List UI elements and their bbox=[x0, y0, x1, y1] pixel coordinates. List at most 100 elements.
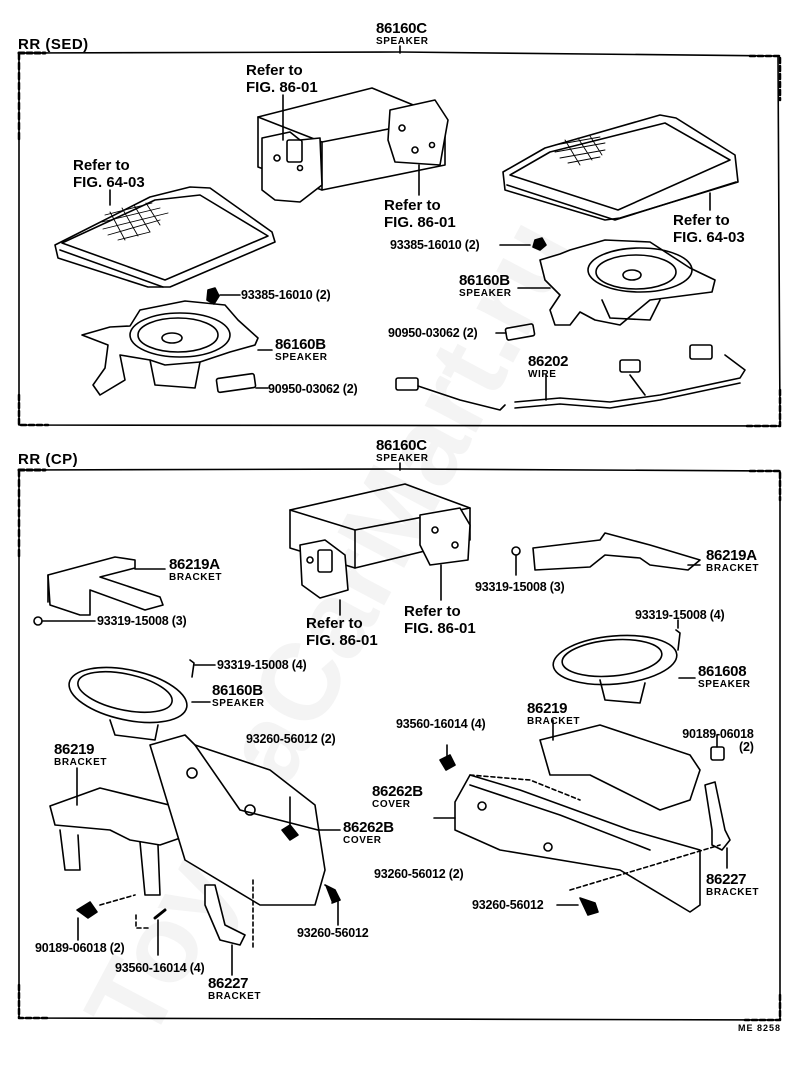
ref-line1: Refer to bbox=[246, 62, 303, 79]
sed-right-grille bbox=[502, 114, 739, 221]
cp-right-cover-label: 86262B COVER bbox=[372, 784, 423, 810]
cp-right-bracket-label: 86219 BRACKET bbox=[527, 701, 580, 727]
part-number: 86262B bbox=[372, 783, 423, 800]
cp-label-86160c: 86160C SPEAKER bbox=[376, 438, 429, 464]
cp-right-speaker-screw-label: 93319-15008 (4) bbox=[635, 608, 725, 622]
sed-right-speaker-label: 86160B SPEAKER bbox=[459, 273, 512, 299]
cp-left-bracket-86219a bbox=[33, 556, 166, 626]
sed-frame bbox=[17, 45, 782, 428]
sed-ref-right-grille: Refer to FIG. 64-03 bbox=[673, 212, 745, 246]
part-name: SPEAKER bbox=[459, 288, 512, 299]
sed-left-screw-label: 93385-16010 (2) bbox=[241, 288, 331, 302]
sed-left-grille bbox=[54, 186, 276, 288]
cp-left-bracket-a-label: 86219A BRACKET bbox=[169, 557, 222, 583]
ref-line2: FIG. 64-03 bbox=[673, 229, 745, 246]
part-name: SPEAKER bbox=[698, 679, 751, 690]
part-name: BRACKET bbox=[54, 757, 108, 768]
sed-ref-left-grille: Refer to FIG. 64-03 bbox=[73, 157, 145, 191]
part-name: COVER bbox=[343, 835, 382, 846]
ref-line2: FIG. 86-01 bbox=[246, 79, 318, 96]
sed-wire-label: 86202 WIRE bbox=[528, 353, 569, 380]
part-number: 86219 bbox=[527, 700, 568, 717]
cp-right-speaker-label: 861608 SPEAKER bbox=[698, 664, 751, 690]
section-title-sed: RR (SED) bbox=[18, 36, 89, 53]
section-title-cp: RR (CP) bbox=[18, 451, 79, 468]
part-name: SPEAKER bbox=[212, 698, 265, 709]
cp-left-oval-speaker bbox=[68, 659, 216, 741]
clip-part-number: 90189-06018 bbox=[682, 727, 754, 741]
cp-ref-right-box: Refer to FIG. 86-01 bbox=[404, 603, 476, 637]
part-number: 86160B bbox=[212, 682, 263, 699]
cp-left-cover-label: 86262B COVER bbox=[343, 820, 394, 846]
cp-speaker-box-86160c bbox=[289, 483, 471, 616]
ref-line1: Refer to bbox=[384, 197, 441, 214]
part-number: 86160C bbox=[376, 20, 427, 37]
cp-right-bracket-a-screw-label: 93319-15008 (3) bbox=[475, 580, 565, 594]
figure-code: ME 8258 bbox=[738, 1023, 782, 1033]
cp-right-bracket-and-cover bbox=[433, 719, 731, 916]
part-number: 86219A bbox=[706, 547, 757, 564]
part-number: 86219A bbox=[169, 556, 220, 573]
ref-line1: Refer to bbox=[73, 157, 130, 174]
ref-line1: Refer to bbox=[306, 615, 363, 632]
cp-right-bracket-screw-label: 93560-16014 (4) bbox=[396, 717, 486, 731]
ref-line2: FIG. 64-03 bbox=[73, 174, 145, 191]
part-number: 86160B bbox=[459, 272, 510, 289]
part-number: 86227 bbox=[208, 975, 249, 992]
sed-right-speaker bbox=[495, 237, 716, 341]
part-name: BRACKET bbox=[169, 572, 223, 583]
sed-ref-left-box: Refer to FIG. 86-01 bbox=[246, 62, 318, 96]
part-name: BRACKET bbox=[706, 563, 760, 574]
cp-left-bracket-label: 86219 BRACKET bbox=[54, 742, 107, 768]
sed-left-speaker bbox=[81, 287, 273, 396]
ref-line2: FIG. 86-01 bbox=[404, 620, 476, 637]
part-name: BRACKET bbox=[706, 887, 760, 898]
cp-frame bbox=[17, 462, 782, 1022]
cp-right-oval-speaker bbox=[552, 619, 696, 704]
part-name: SPEAKER bbox=[275, 352, 328, 363]
part-name: BRACKET bbox=[527, 716, 581, 727]
part-number: 86262B bbox=[343, 819, 394, 836]
sed-left-nut-label: 90950-03062 (2) bbox=[268, 382, 358, 396]
sed-right-screw-label: 93385-16010 (2) bbox=[390, 238, 480, 252]
sed-speaker-box-86160c bbox=[257, 87, 449, 203]
part-name: SPEAKER bbox=[376, 453, 429, 464]
cp-right-bracket-a-label: 86219A BRACKET bbox=[706, 548, 759, 574]
clip-qty: (2) bbox=[739, 739, 754, 754]
cp-left-cover-screw-label: 93260-56012 (2) bbox=[246, 732, 336, 746]
sed-right-nut-label: 90950-03062 (2) bbox=[388, 326, 478, 340]
cp-mid-screw-1-label: 93260-56012 bbox=[297, 926, 369, 940]
cp-left-speaker-screw-label: 93319-15008 (4) bbox=[217, 658, 307, 672]
sed-label-86160c: 86160C SPEAKER bbox=[376, 21, 429, 47]
cp-mid-screw-2-label: 93260-56012 (2) bbox=[374, 867, 464, 881]
part-name: WIRE bbox=[528, 369, 557, 380]
cp-right-bracket-86219a bbox=[511, 532, 701, 576]
part-name: BRACKET bbox=[208, 991, 262, 1002]
ref-line2: FIG. 86-01 bbox=[384, 214, 456, 231]
ref-line1: Refer to bbox=[673, 212, 730, 229]
part-number: 86160C bbox=[376, 437, 427, 454]
cp-right-clip-label: 90189-06018 (2) bbox=[673, 728, 754, 753]
cp-left-bracket-and-cover bbox=[49, 734, 341, 976]
part-name: COVER bbox=[372, 799, 411, 810]
cp-right-lower-screw-label: 93260-56012 bbox=[472, 898, 544, 912]
cp-left-small-bracket-label: 86227 BRACKET bbox=[208, 976, 261, 1002]
cp-left-bracket-screw-label: 93560-16014 (4) bbox=[115, 961, 205, 975]
part-number: 86219 bbox=[54, 741, 95, 758]
part-number: 86227 bbox=[706, 871, 747, 888]
sed-wire-86202 bbox=[395, 344, 746, 411]
sed-left-speaker-label: 86160B SPEAKER bbox=[275, 337, 328, 363]
part-number: 861608 bbox=[698, 663, 747, 680]
cp-left-bracket-a-screw-label: 93319-15008 (3) bbox=[97, 614, 187, 628]
part-name: SPEAKER bbox=[376, 36, 429, 47]
ref-line2: FIG. 86-01 bbox=[306, 632, 378, 649]
part-number: 86160B bbox=[275, 336, 326, 353]
part-number: 86202 bbox=[528, 353, 569, 370]
ref-line1: Refer to bbox=[404, 603, 461, 620]
sed-ref-right-box: Refer to FIG. 86-01 bbox=[384, 197, 456, 231]
cp-right-small-bracket-label: 86227 BRACKET bbox=[706, 872, 759, 898]
cp-ref-left-box: Refer to FIG. 86-01 bbox=[306, 615, 378, 649]
cp-left-clip-label: 90189-06018 (2) bbox=[35, 941, 125, 955]
